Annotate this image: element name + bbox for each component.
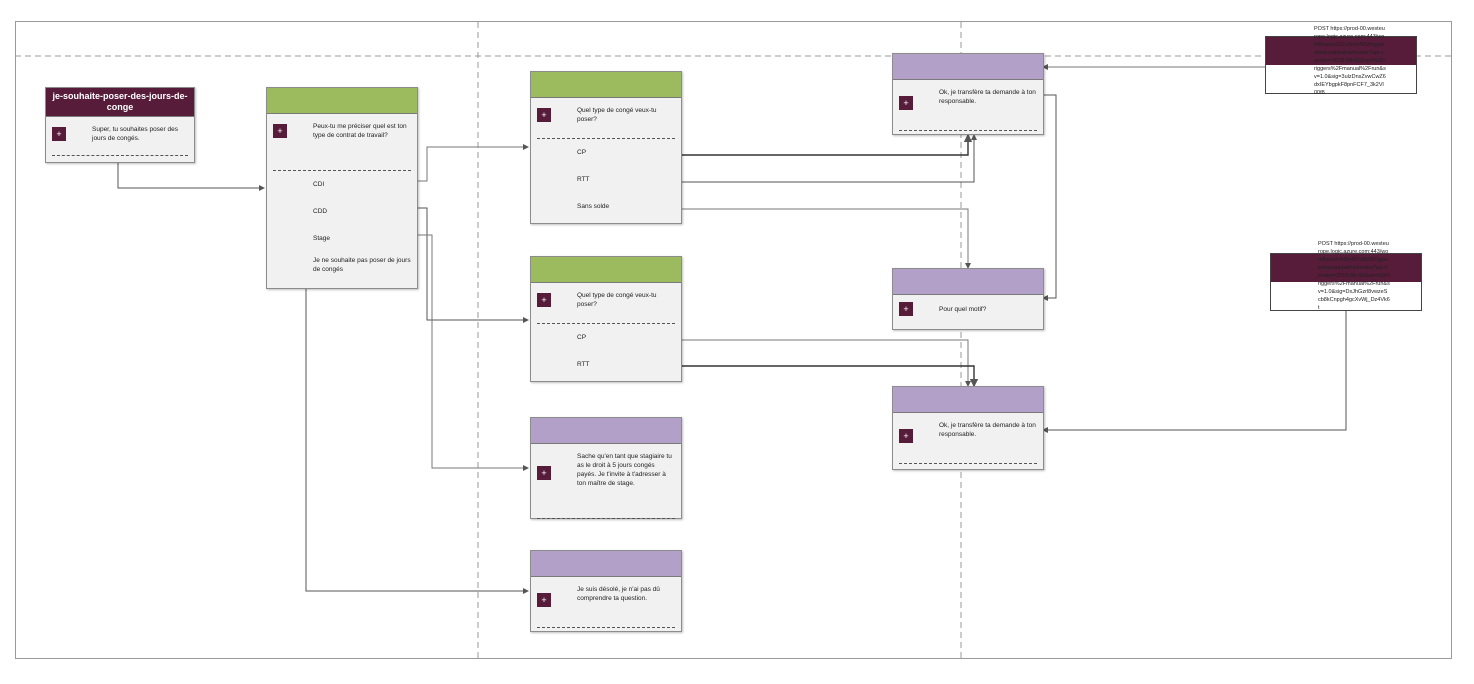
option-rtt[interactable]: RTT (577, 361, 590, 368)
api-url-1: POST https://prod-00.westeurope.logic.az… (1314, 26, 1386, 96)
node-leave-type-2-message: + Quel type de congé veux-tu poser? (531, 283, 681, 323)
api-node-band (1266, 37, 1416, 65)
message-icon: + (537, 293, 551, 307)
message-text: Super, tu souhaites poser des jours de c… (92, 126, 179, 142)
option-rtt[interactable]: RTT (577, 176, 590, 183)
api-node-band (1271, 254, 1421, 282)
message-icon: + (52, 127, 66, 141)
node-sorry-message: + Je suis désolé, je n'ai pas dû compren… (531, 577, 681, 627)
message-icon: + (899, 302, 913, 316)
node-header (267, 88, 417, 114)
node-contract-message: + Peux-tu me préciser quel est ton type … (267, 114, 417, 170)
node-header (893, 269, 1043, 295)
option-cp[interactable]: CP (577, 334, 587, 341)
edge-l1-cp (682, 133, 973, 156)
option-cdd[interactable]: CDD (313, 208, 328, 215)
message-text: Quel type de congé veux-tu poser? (577, 292, 657, 308)
node-transfer-1[interactable]: + Ok, je transfère ta demande à ton resp… (892, 53, 1044, 135)
edge-l2-rtt (682, 365, 979, 388)
edge-l1-sans-solde (682, 208, 971, 269)
message-text: Je suis désolé, je n'ai pas dû comprendr… (577, 586, 660, 602)
api-node-2[interactable] (1270, 253, 1422, 311)
option-stage[interactable]: Stage (313, 235, 330, 242)
node-start[interactable]: je-souhaite-poser-des-jours-de-conge + S… (45, 87, 195, 163)
edge-cdd (417, 207, 529, 323)
edge-cdi (417, 144, 529, 182)
edge-api2 (1042, 298, 1347, 433)
edge-l1-rtt (682, 134, 977, 183)
node-sorry[interactable]: + Je suis désolé, je n'ai pas dû compren… (530, 550, 682, 632)
message-text: Ok, je transfère ta demande à ton respon… (939, 422, 1036, 438)
edge-stage (417, 234, 529, 471)
node-reason[interactable]: + Pour quel motif? (892, 268, 1044, 330)
node-transfer-1-message: + Ok, je transfère ta demande à ton resp… (893, 80, 1043, 130)
node-leave-type-2[interactable]: + Quel type de congé veux-tu poser? CP R… (530, 256, 682, 382)
message-text: Peux-tu me préciser quel est ton type de… (313, 123, 407, 139)
api-url-2: POST https://prod-00.westeurope.logic.az… (1318, 241, 1390, 311)
divider (273, 170, 411, 171)
node-internship-message: + Sache qu'en tant que stagiaire tu as l… (531, 444, 681, 518)
message-icon: + (537, 466, 551, 480)
node-header (531, 551, 681, 577)
message-text: Ok, je transfère ta demande à ton respon… (939, 89, 1036, 105)
node-header (893, 387, 1043, 413)
divider (537, 323, 675, 324)
option-cp[interactable]: CP (577, 149, 587, 156)
diagram-frame (15, 21, 1452, 659)
node-start-title: je-souhaite-poser-des-jours-de-conge (46, 88, 194, 117)
message-text: Pour quel motif? (939, 306, 987, 313)
edge-start-contract (117, 163, 265, 191)
divider (537, 138, 675, 139)
node-header (893, 54, 1043, 80)
divider (537, 518, 675, 519)
node-leave-type-1-message: + Quel type de congé veux-tu poser? (531, 98, 681, 138)
divider (52, 155, 188, 156)
node-header (531, 257, 681, 283)
node-start-message: + Super, tu souhaites poser des jours de… (46, 117, 194, 155)
option-no[interactable]: Je ne souhaite pas poser de jours de con… (313, 257, 411, 273)
node-internship[interactable]: + Sache qu'en tant que stagiaire tu as l… (530, 417, 682, 519)
edge-l2-cp (682, 339, 971, 387)
edge-no (305, 288, 529, 594)
message-text: Sache qu'en tant que stagiaire tu as le … (577, 453, 672, 487)
node-transfer-2-message: + Ok, je transfère ta demande à ton resp… (893, 413, 1043, 463)
divider (537, 627, 675, 628)
option-sans-solde[interactable]: Sans solde (577, 203, 610, 210)
node-leave-type-1[interactable]: + Quel type de congé veux-tu poser? CP R… (530, 71, 682, 224)
api-node-1[interactable] (1265, 36, 1417, 94)
node-header (531, 418, 681, 444)
divider (899, 463, 1037, 464)
edge-transfer1-reason (1042, 94, 1057, 301)
node-transfer-2[interactable]: + Ok, je transfère ta demande à ton resp… (892, 386, 1044, 470)
message-icon: + (899, 429, 913, 443)
message-text: Quel type de congé veux-tu poser? (577, 107, 657, 123)
message-icon: + (899, 96, 913, 110)
message-icon: + (273, 124, 287, 138)
divider (899, 130, 1037, 131)
node-reason-message: + Pour quel motif? (893, 295, 1043, 331)
node-contract[interactable]: + Peux-tu me préciser quel est ton type … (266, 87, 418, 289)
node-header (531, 72, 681, 98)
message-icon: + (537, 593, 551, 607)
option-cdi[interactable]: CDI (313, 181, 325, 188)
message-icon: + (537, 108, 551, 122)
